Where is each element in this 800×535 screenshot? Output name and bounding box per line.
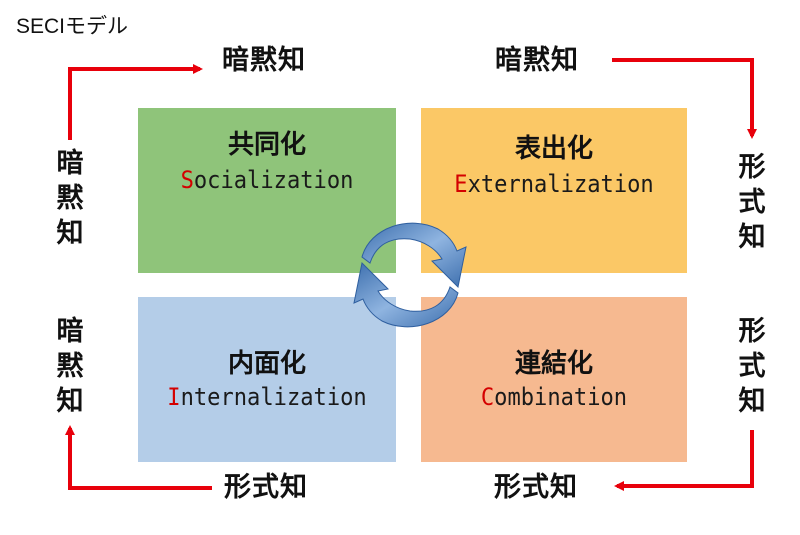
- char: 知: [738, 386, 766, 418]
- label-rest: xternalization: [467, 170, 654, 198]
- label-explicit-right-upper: 形 式 知: [736, 150, 768, 255]
- label-tacit-top-right: 暗黙知: [495, 45, 579, 76]
- char: 知: [56, 386, 84, 418]
- char: 式: [738, 351, 766, 383]
- char: 知: [56, 218, 84, 250]
- diagram-title: SECIモデル: [16, 15, 129, 38]
- label-tacit-top-left: 暗黙知: [222, 45, 306, 76]
- char: 暗: [56, 316, 84, 347]
- label-explicit-bottom-right: 形式知: [494, 472, 578, 503]
- char: 形: [738, 316, 766, 347]
- initial-letter: E: [454, 170, 468, 198]
- label-explicit-right-lower: 形 式 知: [736, 314, 768, 419]
- initial-letter: S: [180, 166, 194, 194]
- label-rest: ocialization: [193, 166, 354, 194]
- quadrant-en-label: Internalization: [148, 383, 385, 411]
- char: 知: [738, 222, 766, 254]
- label-tacit-left-upper: 暗 黙 知: [54, 146, 86, 251]
- quadrant-jp-label: 連結化: [514, 349, 593, 379]
- char: 黙: [56, 351, 84, 383]
- char: 式: [738, 187, 766, 219]
- char: 暗: [56, 148, 84, 179]
- label-explicit-bottom-left: 形式知: [224, 472, 308, 503]
- quadrant-en-label: Socialization: [148, 166, 385, 194]
- quadrant-jp-label: 共同化: [227, 130, 306, 160]
- quadrant-internalization: 内面化 Internalization: [138, 297, 396, 462]
- label-tacit-left-lower: 暗 黙 知: [54, 314, 86, 419]
- char: 黙: [56, 183, 84, 215]
- quadrant-combination: 連結化 Combination: [421, 297, 687, 462]
- quadrant-jp-label: 表出化: [514, 134, 593, 164]
- initial-letter: C: [480, 383, 495, 411]
- char: 形: [738, 152, 766, 183]
- quadrant-en-label: Combination: [432, 383, 677, 411]
- quadrant-jp-label: 内面化: [227, 349, 306, 379]
- quadrant-en-label: Externalization: [432, 170, 677, 198]
- label-rest: ombination: [494, 383, 628, 411]
- initial-letter: I: [167, 383, 181, 411]
- label-rest: nternalization: [180, 383, 367, 411]
- quadrant-socialization: 共同化 Socialization: [138, 108, 396, 273]
- quadrant-externalization: 表出化 Externalization: [421, 108, 687, 273]
- cycle-arrows-icon: [353, 222, 467, 328]
